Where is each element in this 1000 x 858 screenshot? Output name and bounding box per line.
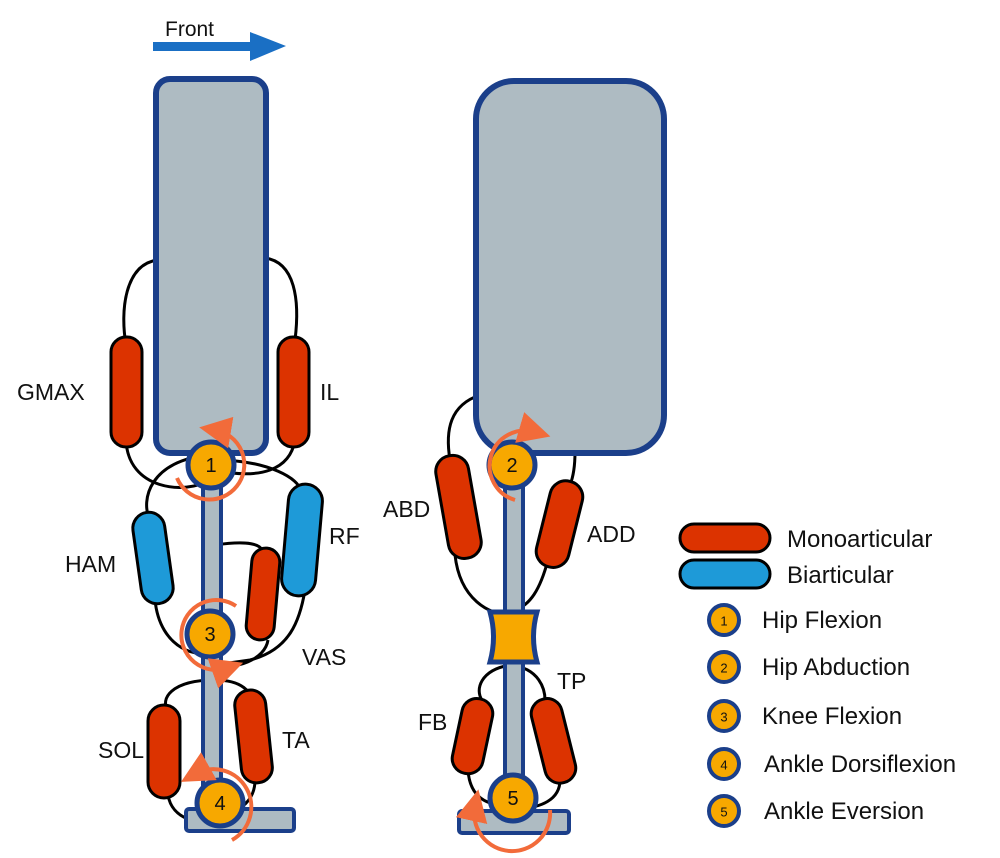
svg-text:2: 2	[720, 661, 727, 676]
label-add: ADD	[587, 521, 636, 547]
legend: Monoarticular Biarticular 1 Hip Flexion …	[678, 522, 956, 828]
joint-1: 1	[185, 439, 237, 491]
svg-text:1: 1	[205, 455, 216, 477]
rotation-arrow-knee-flexion	[179, 598, 244, 689]
joint-3: 3	[184, 608, 236, 660]
legend-monoarticular-swatch	[678, 522, 772, 554]
muscle-ta	[233, 688, 274, 785]
legend-biarticular-swatch	[678, 558, 772, 590]
svg-text:1: 1	[720, 614, 727, 629]
svg-text:4: 4	[720, 758, 727, 773]
label-gmax: GMAX	[17, 379, 85, 405]
label-sol: SOL	[98, 737, 144, 763]
muscle-fb	[450, 697, 495, 776]
svg-text:Knee Flexion: Knee Flexion	[762, 703, 902, 730]
label-rf: RF	[329, 523, 360, 549]
sagittal-trunk-segment	[153, 76, 269, 456]
label-abd: ABD	[383, 496, 430, 522]
legend-item-1: 1 Hip Flexion	[707, 603, 882, 637]
svg-text:2: 2	[506, 455, 517, 477]
svg-text:3: 3	[720, 710, 727, 725]
muscle-abd	[434, 453, 483, 560]
muscle-il	[276, 335, 311, 449]
frontal-trunk-segment	[473, 78, 667, 456]
legend-item-3: 3 Knee Flexion	[707, 699, 902, 733]
legend-item-5: 5 Ankle Eversion	[707, 794, 924, 828]
label-fb: FB	[418, 709, 447, 735]
joint-5: 5	[487, 772, 539, 824]
svg-text:Hip Flexion: Hip Flexion	[762, 607, 882, 634]
muscle-tp	[529, 697, 578, 785]
legend-monoarticular-label: Monoarticular	[787, 526, 932, 553]
label-il: IL	[320, 379, 339, 405]
label-ham: HAM	[65, 551, 116, 577]
svg-text:3: 3	[204, 624, 215, 646]
muscle-gmax	[109, 335, 144, 449]
muscle-ham	[131, 510, 175, 606]
muscle-add	[534, 479, 585, 569]
front-label: Front	[165, 18, 214, 41]
frontal-view: 2 5 ABD ADD FB TP	[383, 78, 667, 854]
svg-text:5: 5	[720, 805, 727, 820]
label-ta: TA	[282, 727, 310, 753]
rotation-arrow-hip-flexion	[175, 416, 247, 502]
muscle-rf	[280, 482, 324, 598]
front-direction-arrow: Front	[153, 18, 286, 61]
svg-text:5: 5	[507, 788, 518, 810]
svg-text:Ankle Dorsiflexion: Ankle Dorsiflexion	[764, 751, 956, 778]
label-tp: TP	[557, 668, 586, 694]
frontal-knee-block	[486, 609, 541, 665]
svg-text:Hip Abduction: Hip Abduction	[762, 654, 910, 681]
svg-text:Ankle Eversion: Ankle Eversion	[764, 798, 924, 825]
svg-text:4: 4	[214, 793, 225, 815]
muscle-vas	[244, 546, 282, 642]
rotation-arrow-hip-abduction	[487, 412, 551, 502]
legend-item-4: 4 Ankle Dorsiflexion	[707, 747, 956, 781]
sagittal-view: 1 3 4 GMAX IL HAM RF VAS SOL TA	[17, 76, 360, 842]
rotation-arrow-ankle-dorsiflexion	[181, 752, 254, 842]
label-vas: VAS	[302, 644, 346, 670]
muscle-sol	[146, 703, 182, 800]
legend-biarticular-label: Biarticular	[787, 562, 894, 589]
rotation-arrow-ankle-eversion	[455, 789, 553, 854]
legend-item-2: 2 Hip Abduction	[707, 650, 910, 684]
joint-4: 4	[194, 777, 246, 829]
